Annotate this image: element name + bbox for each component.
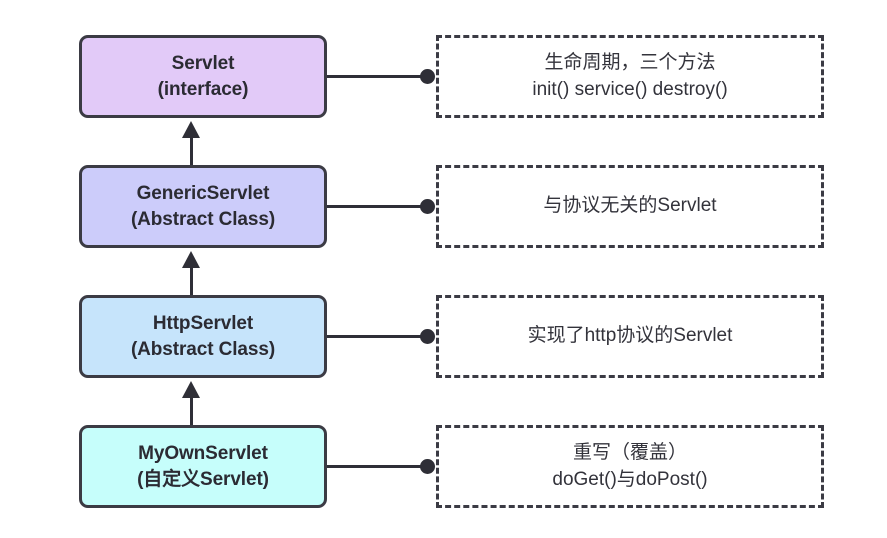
inheritance-arrowhead-http-to-generic (182, 251, 200, 268)
connector-line-my-own-servlet-note (327, 465, 428, 468)
class-box-servlet-name: Servlet (171, 53, 235, 75)
note-box-generic-servlet-line1: 与协议无关的Servlet (543, 195, 717, 217)
class-box-servlet[interactable]: Servlet (interface) (79, 35, 327, 118)
class-box-http-servlet-subtitle: (Abstract Class) (130, 338, 276, 360)
inheritance-line-myown-to-http (190, 396, 193, 425)
connector-dot-servlet-note (420, 69, 435, 84)
connector-dot-generic-servlet-note (420, 199, 435, 214)
inheritance-line-http-to-generic (190, 266, 193, 295)
connector-dot-my-own-servlet-note (420, 459, 435, 474)
class-box-generic-servlet-subtitle: (Abstract Class) (130, 208, 276, 230)
class-box-my-own-servlet[interactable]: MyOwnServlet (自定义Servlet) (79, 425, 327, 508)
class-box-generic-servlet-name: GenericServlet (136, 183, 270, 205)
note-box-generic-servlet: 与协议无关的Servlet (436, 165, 824, 248)
class-box-servlet-subtitle: (interface) (157, 78, 249, 100)
note-box-my-own-servlet: 重写（覆盖） doGet()与doPost() (436, 425, 824, 508)
class-box-http-servlet[interactable]: HttpServlet (Abstract Class) (79, 295, 327, 378)
class-box-my-own-servlet-name: MyOwnServlet (138, 443, 268, 465)
connector-dot-http-servlet-note (420, 329, 435, 344)
class-box-generic-servlet[interactable]: GenericServlet (Abstract Class) (79, 165, 327, 248)
note-box-servlet-line1: 生命周期，三个方法 (544, 51, 716, 73)
connector-line-http-servlet-note (327, 335, 428, 338)
note-box-my-own-servlet-line2: doGet()与doPost() (552, 468, 708, 490)
connector-line-generic-servlet-note (327, 205, 428, 208)
note-box-http-servlet-line1: 实现了http协议的Servlet (527, 325, 733, 347)
inheritance-arrowhead-generic-to-servlet (182, 121, 200, 138)
note-box-servlet: 生命周期，三个方法 init() service() destroy() (436, 35, 824, 118)
note-box-servlet-line2: init() service() destroy() (532, 78, 728, 100)
note-box-my-own-servlet-line1: 重写（覆盖） (572, 441, 687, 463)
connector-line-servlet-note (327, 75, 428, 78)
class-box-http-servlet-name: HttpServlet (152, 313, 254, 335)
inheritance-line-generic-to-servlet (190, 136, 193, 165)
inheritance-arrowhead-myown-to-http (182, 381, 200, 398)
class-box-my-own-servlet-subtitle: (自定义Servlet) (137, 468, 269, 490)
note-box-http-servlet: 实现了http协议的Servlet (436, 295, 824, 378)
